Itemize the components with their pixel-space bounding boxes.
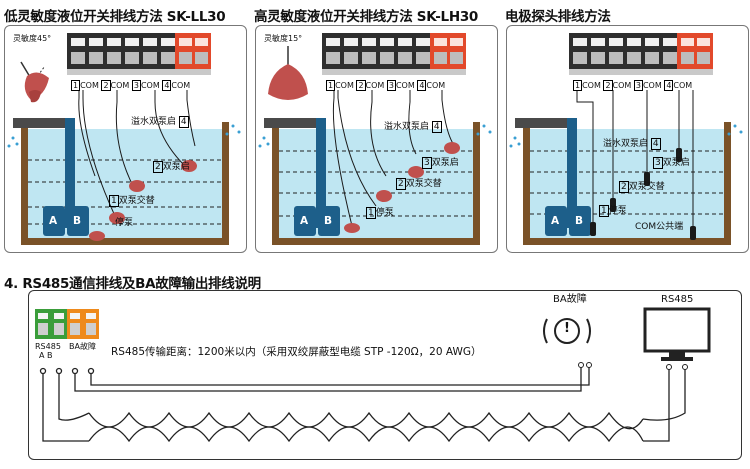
pump-b-label: B — [73, 215, 82, 227]
panel-3-drawing — [509, 33, 743, 245]
rs485-wiring-panel: RS485 A B BA故障 RS485传输距离：1200米以内（采用双绞屏蔽型… — [28, 290, 742, 460]
tank — [21, 122, 229, 245]
terminal-block — [569, 33, 713, 75]
cable-wires — [39, 367, 686, 443]
rs485-terminal-label: RS485 — [35, 342, 61, 351]
pump-b-label: B — [575, 215, 584, 227]
float-switches — [89, 160, 197, 241]
float-switches — [344, 142, 460, 233]
water-splash-icon — [258, 124, 492, 148]
alarm-icon — [543, 318, 592, 368]
monitor-label: RS485 — [661, 294, 694, 305]
rs485-drawing — [35, 307, 711, 443]
electrode-wires — [576, 90, 694, 232]
com-public-label: COM公共端 — [635, 222, 684, 232]
panel-2-title: 高灵敏度液位开关排线方法 SK-LH30 — [254, 9, 479, 25]
sensitivity-float-icon — [268, 46, 308, 100]
level-4-label: 溢水双泵启 4 — [603, 138, 661, 150]
level-stop-label: 停泵 — [115, 218, 134, 228]
panel-1-drawing — [7, 33, 241, 245]
panel-1-title: 低灵敏度液位开关排线方法 SK-LL30 — [4, 9, 226, 25]
water-splash-icon — [7, 124, 241, 148]
ab-terminal-label: A B — [39, 351, 53, 360]
pump-b-label: B — [324, 215, 333, 227]
panel-2-drawing — [258, 33, 492, 245]
pump-a-label: A — [300, 215, 309, 227]
level-4-label: 溢水双泵启 4 — [131, 116, 189, 128]
terminal-block — [67, 33, 211, 75]
pump-a-label: A — [551, 215, 560, 227]
monitor-icon — [643, 307, 711, 370]
panel-3-title: 电极探头排线方法 — [505, 9, 611, 25]
pumps — [43, 206, 89, 236]
pumps — [294, 206, 340, 236]
section-4-title: 4. RS485通信排线及BA故障输出排线说明 — [4, 276, 261, 292]
alarm-symbol: ! — [564, 321, 570, 336]
pump-a-label: A — [49, 215, 58, 227]
water-splash-icon — [509, 124, 743, 148]
distance-note: RS485传输距离：1200米以内（采用双绞屏蔽型电缆 STP -120Ω，20… — [111, 346, 482, 358]
level-4-label: 溢水双泵启 4 — [384, 121, 442, 133]
terminal-block — [322, 33, 466, 75]
alarm-label: BA故障 — [553, 294, 587, 305]
pumps — [545, 206, 591, 236]
ba-fault-terminal-label: BA故障 — [69, 342, 96, 351]
sensitivity-label: 灵敏度45° — [13, 34, 52, 43]
sensitivity-float-icon — [20, 61, 49, 103]
sensitivity-label: 灵敏度15° — [264, 34, 303, 43]
electrode-probes — [590, 148, 696, 240]
cables — [78, 90, 196, 217]
rs485-terminal-block — [35, 309, 99, 339]
